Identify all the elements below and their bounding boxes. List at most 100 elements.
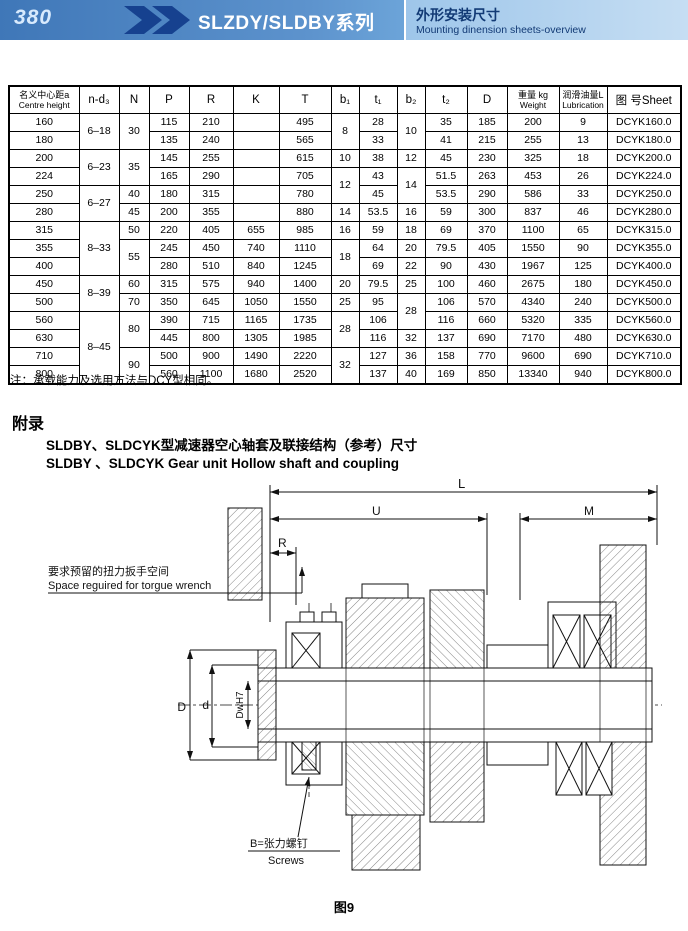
table-cell: 200	[506, 113, 560, 132]
table-cell: 1400	[278, 275, 332, 294]
table-cell: 880	[278, 203, 332, 222]
table-cell: 800	[188, 329, 234, 348]
subtitle-zh: 外形安装尺寸	[416, 7, 500, 23]
table-cell: 125	[558, 257, 608, 276]
table-cell: 1110	[278, 239, 332, 258]
table-cell: 900	[188, 347, 234, 366]
table-cell: 837	[506, 203, 560, 222]
table-cell: DCYK400.0	[606, 257, 682, 276]
table-cell: 705	[278, 167, 332, 186]
dimension-label-M: M	[584, 504, 594, 518]
screws-note: B=张力螺钉 Screws	[248, 776, 340, 867]
table-cell: 53.5	[358, 203, 398, 222]
table-cell: 240	[188, 131, 234, 150]
table-cell: 224	[8, 167, 80, 186]
table-cell: 1680	[232, 365, 280, 385]
table-cell: 770	[466, 347, 508, 366]
table-cell: 450	[188, 239, 234, 258]
table-cell: 69	[358, 257, 398, 276]
table-cell: 940	[232, 275, 280, 294]
table-cell: 245	[148, 239, 190, 258]
table-cell: 12	[396, 149, 426, 168]
table-cell: 8	[330, 113, 360, 150]
table-cell: 32	[396, 329, 426, 348]
table-cell: 180	[8, 131, 80, 150]
table-cell: 200	[148, 203, 190, 222]
table-cell: 325	[506, 149, 560, 168]
table-cell: 59	[358, 221, 398, 240]
table-cell: DCYK250.0	[606, 185, 682, 204]
table-cell: 400	[8, 257, 80, 276]
table-cell: 22	[396, 257, 426, 276]
table-cell: 50	[118, 221, 150, 240]
table-cell: DCYK450.0	[606, 275, 682, 294]
column-header: T	[278, 85, 332, 114]
table-cell: 250	[8, 185, 80, 204]
table-cell: 230	[466, 149, 508, 168]
table-cell: 30	[118, 113, 150, 150]
table-cell: 90	[558, 239, 608, 258]
column-header: R	[188, 85, 234, 114]
table-cell: 6–23	[78, 149, 120, 186]
dimension-label-d: d	[202, 698, 209, 712]
table-cell: 79.5	[424, 239, 468, 258]
table-cell: 710	[8, 347, 80, 366]
table-cell: 127	[358, 347, 398, 366]
table-cell: 2220	[278, 347, 332, 366]
table-cell: 500	[148, 347, 190, 366]
table-cell: 18	[330, 239, 360, 276]
table-cell: 100	[424, 275, 468, 294]
table-cell: 116	[358, 329, 398, 348]
table-cell: 35	[118, 149, 150, 186]
table-cell: DCYK180.0	[606, 131, 682, 150]
table-cell: 95	[358, 293, 398, 312]
mounting-wall	[227, 507, 263, 601]
table-cell: 180	[148, 185, 190, 204]
table-cell: 1985	[278, 329, 332, 348]
table-cell: 28	[358, 113, 398, 132]
table-cell	[232, 149, 280, 168]
table-cell: DCYK560.0	[606, 311, 682, 330]
column-header: b₂	[396, 85, 426, 114]
column-header: N	[118, 85, 150, 114]
table-cell: 16	[330, 221, 360, 240]
table-cell	[232, 203, 280, 222]
table-cell: 9	[558, 113, 608, 132]
table-cell: 1305	[232, 329, 280, 348]
table-cell: 20	[330, 275, 360, 294]
table-cell: 780	[278, 185, 332, 204]
table-cell: 33	[358, 131, 398, 150]
table-cell: 510	[188, 257, 234, 276]
table-cell	[232, 113, 280, 132]
dimension-label-L: L	[458, 476, 465, 491]
table-cell: 215	[466, 131, 508, 150]
upper-assembly	[285, 583, 617, 669]
table-cell: 45	[424, 149, 468, 168]
table-cell: 630	[8, 329, 80, 348]
table-cell: 565	[278, 131, 332, 150]
table-cell: 18	[396, 221, 426, 240]
table-cell	[232, 131, 280, 150]
table-cell: 280	[8, 203, 80, 222]
table-cell: 80	[118, 311, 150, 348]
table-cell: 46	[558, 203, 608, 222]
dimension-M: M	[519, 504, 657, 600]
table-cell: 13340	[506, 365, 560, 385]
table-cell: DCYK280.0	[606, 203, 682, 222]
table-cell: 2675	[506, 275, 560, 294]
table-cell: 28	[396, 293, 426, 330]
table-cell: DCYK355.0	[606, 239, 682, 258]
table-cell: 405	[188, 221, 234, 240]
table-cell: 60	[118, 275, 150, 294]
table-cell: 115	[148, 113, 190, 132]
table-cell: 20	[396, 239, 426, 258]
table-cell: 480	[558, 329, 608, 348]
table-cell: 180	[558, 275, 608, 294]
